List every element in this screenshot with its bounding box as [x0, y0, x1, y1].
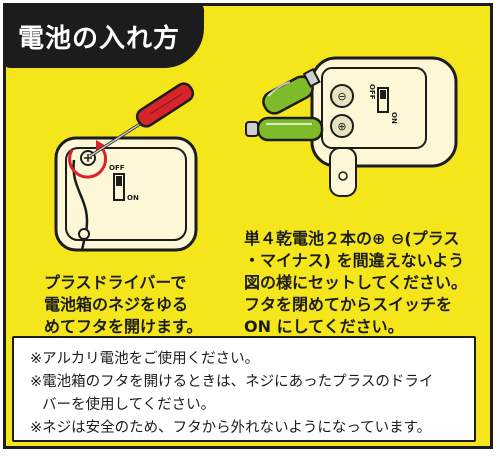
switch-on-label: ON — [127, 194, 139, 202]
note-item: ※ネジは安全のため、フタから外れないようになっています。 — [30, 420, 432, 436]
step-left-line: めてフタを開けます。 — [44, 317, 203, 336]
screwdriver-icon — [89, 82, 195, 158]
page-title: 電池の入れ方 — [18, 23, 181, 54]
note-item: ※アルカリ電池をご使用ください。 — [30, 351, 260, 367]
step-left-line: プラスドライバーで — [44, 273, 187, 292]
battery-box-right-icon: ⊖ ⊕ OFF ON — [310, 56, 458, 197]
notes-box: ※アルカリ電池をご使用ください。 ※電池箱のフタを開けるときは、ネジにあったプラ… — [12, 336, 476, 442]
note-text-continued: バーを使用してください。 — [42, 397, 216, 413]
step-right-line: 図の様にセットしてください。 — [244, 273, 468, 292]
step-right-text: 単４乾電池２本の⊕ ⊖(プラス ・マイナス) を間違えないよう 図の様にセットし… — [244, 228, 484, 338]
battery-icon — [262, 67, 321, 115]
svg-text:⊕: ⊕ — [337, 120, 346, 133]
note-item: ※電池箱のフタを開けるときは、ネジにあったプラスのドライ バーを使用してください… — [30, 371, 464, 417]
title-badge: 電池の入れ方 — [4, 4, 204, 68]
step-left-line: 電池箱のネジをゆる — [44, 295, 189, 314]
svg-text:⊖: ⊖ — [337, 90, 346, 103]
switch-icon — [113, 173, 125, 201]
note-text: ※電池箱のフタを開けるときは、ネジにあったプラスのドライ — [30, 374, 434, 390]
step-right-line: ON にしてください。 — [244, 317, 404, 336]
step-left-text: プラスドライバーで 電池箱のネジをゆる めてフタを開けます。 — [44, 272, 234, 338]
step-right-line: ・マイナス) を間違えないよう — [244, 251, 465, 270]
switch-off-label: OFF — [109, 164, 125, 172]
battery-box-left-icon: OFF ON — [54, 136, 198, 252]
switch-off-label-right: OFF — [368, 84, 376, 100]
switch-icon-right — [377, 87, 389, 113]
battery-icon-2 — [245, 116, 324, 142]
step-right-line: 単４乾電池２本の⊕ ⊖(プラス — [244, 229, 460, 248]
step-right-line: フタを閉めてからスイッチを — [244, 295, 453, 314]
switch-on-label-right: ON — [390, 112, 398, 124]
